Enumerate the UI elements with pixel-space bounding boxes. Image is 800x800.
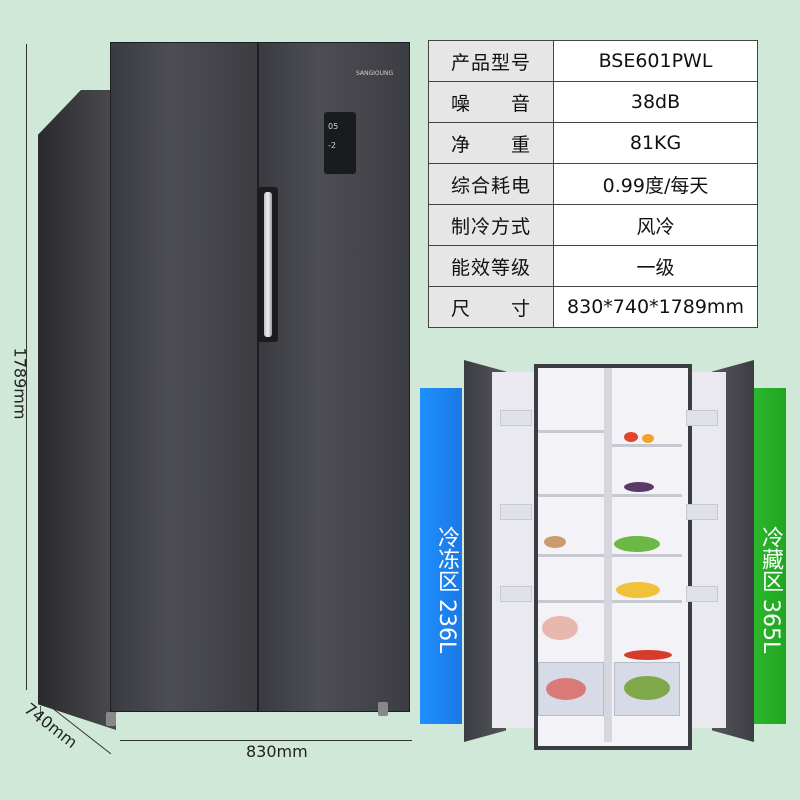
fruit (624, 432, 638, 442)
door-bin (500, 410, 532, 426)
spec-value: 830*740*1789mm (553, 286, 758, 328)
width-label: 830mm (246, 742, 308, 761)
fridge-shelf (612, 554, 682, 557)
meat (542, 616, 578, 640)
spec-value: 81KG (553, 122, 758, 164)
spec-row: 制冷方式风冷 (428, 204, 758, 246)
eggplant (624, 482, 654, 492)
vegetables (614, 536, 660, 552)
left-door-liner (492, 372, 534, 728)
freezer-shelf (538, 430, 604, 433)
depth-tick (40, 706, 41, 718)
center-divider (604, 368, 612, 742)
door-bin (500, 504, 532, 520)
fridge-shelf (612, 444, 682, 447)
freezer-zone-banner: 冷冻区 236L (420, 388, 462, 724)
freezer-shelf (538, 554, 604, 557)
height-label: 1789mm (10, 347, 30, 420)
left-door (110, 42, 258, 712)
fridge-shelf (612, 494, 682, 497)
fridge-shelf (612, 600, 682, 603)
width-dimension-line (120, 740, 412, 741)
spec-key: 净 重 (428, 122, 554, 164)
vegetables-in-drawer (624, 676, 670, 700)
spec-key: 噪 音 (428, 81, 554, 123)
fridge-side-panel (38, 90, 116, 730)
fruit (642, 434, 654, 443)
freezer-shelf (538, 494, 604, 497)
refrigerator-closed: SANGIOUNG 05 -2 (38, 42, 410, 730)
refrigerator-open (464, 354, 754, 750)
fridge-foot (106, 712, 116, 726)
spec-key: 尺 寸 (428, 286, 554, 328)
display-reading-2: -2 (328, 141, 336, 150)
spec-value: BSE601PWL (553, 40, 758, 82)
spec-value: 一级 (553, 245, 758, 287)
spec-value: 风冷 (553, 204, 758, 246)
brand-logo: SANGIOUNG (356, 70, 394, 77)
door-bin (686, 586, 718, 602)
meat-in-drawer (546, 678, 586, 700)
height-dimension-line (26, 44, 27, 690)
spec-value: 0.99度/每天 (553, 163, 758, 205)
door-bin (686, 410, 718, 426)
door-bin (500, 586, 532, 602)
display-reading-1: 05 (328, 122, 339, 131)
spec-key: 能效等级 (428, 245, 554, 287)
spec-key: 综合耗电 (428, 163, 554, 205)
fridge-zone-banner: 冷藏区 365L (744, 388, 786, 724)
spec-value: 38dB (553, 81, 758, 123)
fruit-bowl (616, 582, 660, 598)
door-bin (686, 504, 718, 520)
freezer-shelf (538, 600, 604, 603)
handle-bar (264, 192, 272, 337)
spec-key: 产品型号 (428, 40, 554, 82)
temperature-display: 05 -2 (324, 112, 356, 174)
spec-row: 能效等级一级 (428, 245, 758, 287)
fridge-foot (378, 702, 388, 716)
tomatoes (624, 650, 672, 660)
spec-key: 制冷方式 (428, 204, 554, 246)
frozen-food (544, 536, 566, 548)
